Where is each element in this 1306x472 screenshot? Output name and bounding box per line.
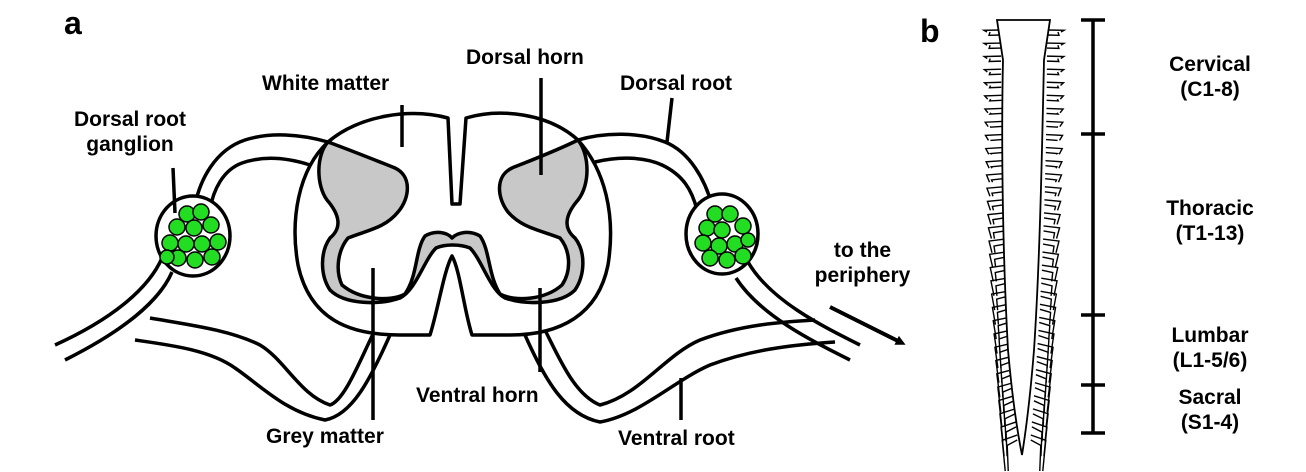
left-spinal-nerve	[54, 257, 174, 362]
nerve-root	[1046, 81, 1066, 89]
nerve-root	[988, 238, 1006, 254]
nerve-root	[1039, 303, 1057, 325]
ventral-root-label: Ventral root	[618, 427, 735, 450]
nerve-root	[1042, 238, 1060, 254]
dorsal-horn-label: Dorsal horn	[466, 46, 584, 69]
nerve-root	[1001, 434, 1018, 472]
nerve-root	[1044, 199, 1062, 211]
nerve-root	[1038, 316, 1056, 340]
nerve-root	[1043, 225, 1061, 239]
region-lumbar: Lumbar (L1-5/6)	[1150, 323, 1270, 373]
nerve-root	[991, 303, 1009, 325]
nerve-root	[986, 212, 1005, 225]
left-ventral-root	[134, 316, 392, 422]
nerve-root	[992, 316, 1010, 340]
region-name: Sacral	[1178, 386, 1242, 409]
nerve-root	[983, 94, 1002, 102]
region-range: (L1-5/6)	[1172, 349, 1248, 372]
panel-label-b: b	[920, 13, 940, 49]
nerve-root	[989, 264, 1007, 282]
nerve-root	[982, 68, 1002, 76]
nerve-root	[1046, 107, 1065, 115]
dorsal-root-ganglion-label: Dorsal root ganglion	[55, 107, 205, 157]
nerve-root	[987, 225, 1005, 239]
nerve-root	[1043, 212, 1062, 225]
drg-label-line1: Dorsal root	[73, 108, 186, 131]
region-range: (C1-8)	[1180, 78, 1240, 101]
nerve-root	[995, 355, 1012, 383]
nerve-root	[988, 251, 1006, 268]
nerve-root	[990, 277, 1007, 296]
nerve-root	[983, 120, 1002, 128]
drg-label-line2: ganglion	[86, 133, 174, 156]
nerve-root	[1046, 94, 1065, 102]
nerve-root	[983, 107, 1002, 115]
nerve-root	[994, 342, 1011, 369]
nerve-root	[1045, 159, 1063, 169]
to-periphery-line1: to the	[833, 239, 892, 262]
right-dorsal-root	[577, 132, 714, 211]
region-range: (T1-13)	[1175, 222, 1245, 245]
nerve-root	[1030, 434, 1047, 472]
nerve-root	[1042, 251, 1060, 268]
nerve-root	[1046, 55, 1066, 63]
nerve-root	[1045, 133, 1064, 142]
nerve-root	[986, 199, 1004, 211]
region-name: Lumbar	[1171, 324, 1249, 347]
region-name: Thoracic	[1166, 197, 1254, 220]
panel-label-a: a	[64, 5, 82, 41]
spinal-cord-body	[995, 19, 1052, 456]
nerve-root	[981, 42, 1002, 50]
region-range: (S1-4)	[1180, 411, 1240, 434]
nerve-root	[1046, 42, 1067, 50]
segment-scale-bar	[1081, 18, 1105, 435]
nerve-root	[1041, 277, 1058, 296]
nerve-root	[1045, 173, 1063, 183]
nerve-root	[1035, 369, 1052, 398]
left-dorsal-root	[193, 133, 329, 211]
left-nerve-roots	[981, 29, 1018, 472]
region-name: Cervical	[1169, 53, 1251, 76]
nerve-root	[984, 133, 1003, 142]
dorsal-root-label: Dorsal root	[620, 72, 733, 95]
nerve-root	[985, 173, 1003, 183]
right-nerve-roots	[1030, 29, 1067, 472]
nerve-root	[982, 81, 1002, 89]
left-ganglion-cells	[159, 203, 227, 269]
nerve-root	[1046, 120, 1065, 128]
to-periphery-label: to the periphery	[800, 238, 925, 288]
nerve-root	[1044, 186, 1063, 197]
to-periphery-line2: periphery	[814, 264, 911, 287]
white-matter-label: White matter	[262, 72, 390, 95]
nerve-root	[981, 29, 1002, 37]
spinal-cord-longitudinal	[981, 19, 1067, 472]
periphery-arrow	[829, 305, 906, 345]
right-ventral-root	[523, 318, 836, 424]
nerve-root	[1037, 342, 1054, 369]
region-thoracic: Thoracic (T1-13)	[1150, 196, 1270, 246]
nerve-root	[1046, 68, 1066, 76]
grey-matter-label: Grey matter	[266, 425, 384, 448]
region-sacral: Sacral (S1-4)	[1150, 385, 1270, 435]
nerve-root	[1046, 29, 1067, 37]
nerve-root	[1041, 264, 1059, 282]
ventral-horn-label: Ventral horn	[416, 384, 539, 407]
nerve-root	[984, 146, 1003, 155]
nerve-root	[996, 369, 1013, 398]
region-cervical: Cervical (C1-8)	[1150, 52, 1270, 102]
right-ganglion-cells	[694, 205, 756, 269]
nerve-root	[985, 159, 1003, 169]
right-spinal-nerve	[734, 261, 861, 362]
nerve-root	[1036, 355, 1053, 383]
grey-matter	[317, 138, 589, 305]
nerve-root	[985, 186, 1004, 197]
leader-lines	[171, 78, 683, 420]
nerve-root	[982, 55, 1002, 63]
nerve-root	[1045, 146, 1064, 155]
